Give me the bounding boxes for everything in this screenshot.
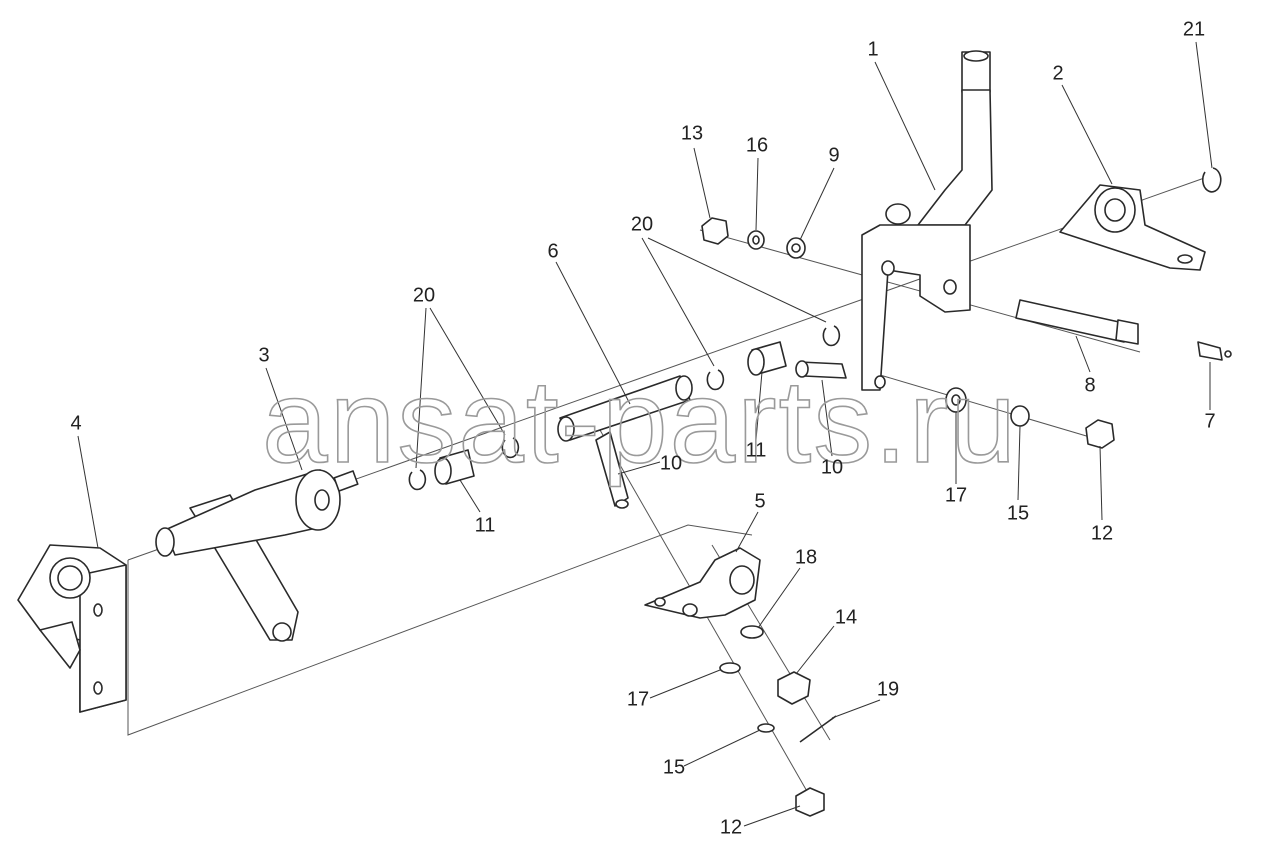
castle-nut-part-14 (777, 671, 811, 705)
washer-part-9 (786, 237, 806, 259)
callout-20-right: 20 (631, 213, 653, 235)
callout-10-left: 10 (660, 452, 682, 474)
bushing-part-11-left (434, 449, 475, 485)
leader-lines (77, 41, 1213, 827)
callout-15-lower: 15 (663, 756, 685, 778)
bracket-part-4 (17, 544, 127, 713)
washer-part-18 (740, 625, 764, 639)
callout-labels: 1 2 21 13 16 9 20 6 20 3 4 11 11 10 10 8… (70, 18, 1215, 838)
callout-19: 19 (877, 678, 899, 700)
callout-13: 13 (681, 122, 703, 144)
callout-16: 16 (746, 134, 768, 156)
lock-washer-part-15-lower (757, 723, 775, 733)
callout-9: 9 (828, 144, 839, 166)
washer-part-17-lower (719, 662, 741, 674)
callout-14: 14 (835, 606, 857, 628)
callout-12-lower: 12 (720, 816, 742, 838)
callout-11-left: 11 (475, 514, 496, 536)
nut-part-13 (701, 217, 729, 245)
callout-12-upper: 12 (1091, 522, 1113, 544)
grease-fitting-part-7 (1197, 341, 1232, 361)
retaining-ring-part-20 (408, 325, 841, 491)
washer-part-16 (747, 230, 765, 250)
callout-21: 21 (1183, 18, 1205, 40)
callout-5: 5 (754, 490, 765, 512)
callout-17-upper: 17 (945, 484, 967, 506)
shaft-arm-part-3 (155, 469, 359, 642)
callout-3: 3 (258, 344, 269, 366)
callout-20-left: 20 (413, 284, 435, 306)
washer-part-17-upper (945, 387, 967, 413)
callout-4: 4 (70, 412, 81, 434)
lever-part-1 (861, 50, 993, 391)
nut-part-12-upper (1085, 419, 1115, 449)
callout-11-right: 11 (746, 439, 767, 461)
callout-10-right: 10 (821, 456, 843, 478)
shaft-part-6 (557, 375, 693, 509)
lever-part-5 (644, 547, 761, 619)
callout-8: 8 (1084, 374, 1095, 396)
pivot-bracket-part-2 (1059, 184, 1206, 271)
callout-1: 1 (867, 38, 878, 60)
callout-7: 7 (1204, 410, 1215, 432)
callout-15-upper: 15 (1007, 502, 1029, 524)
callout-17-lower: 17 (627, 688, 649, 710)
callout-6: 6 (547, 240, 558, 262)
retaining-ring-part-21 (1201, 167, 1222, 193)
nut-part-12-lower (795, 787, 825, 817)
cotter-pin-part-19 (799, 715, 837, 743)
bushing-part-11-right (747, 341, 787, 376)
callout-18: 18 (795, 546, 817, 568)
watermark-text: ansat-parts.ru (262, 356, 1018, 488)
pin-part-10 (795, 360, 847, 379)
callout-2: 2 (1052, 62, 1063, 84)
bolt-part-8 (1015, 299, 1139, 345)
